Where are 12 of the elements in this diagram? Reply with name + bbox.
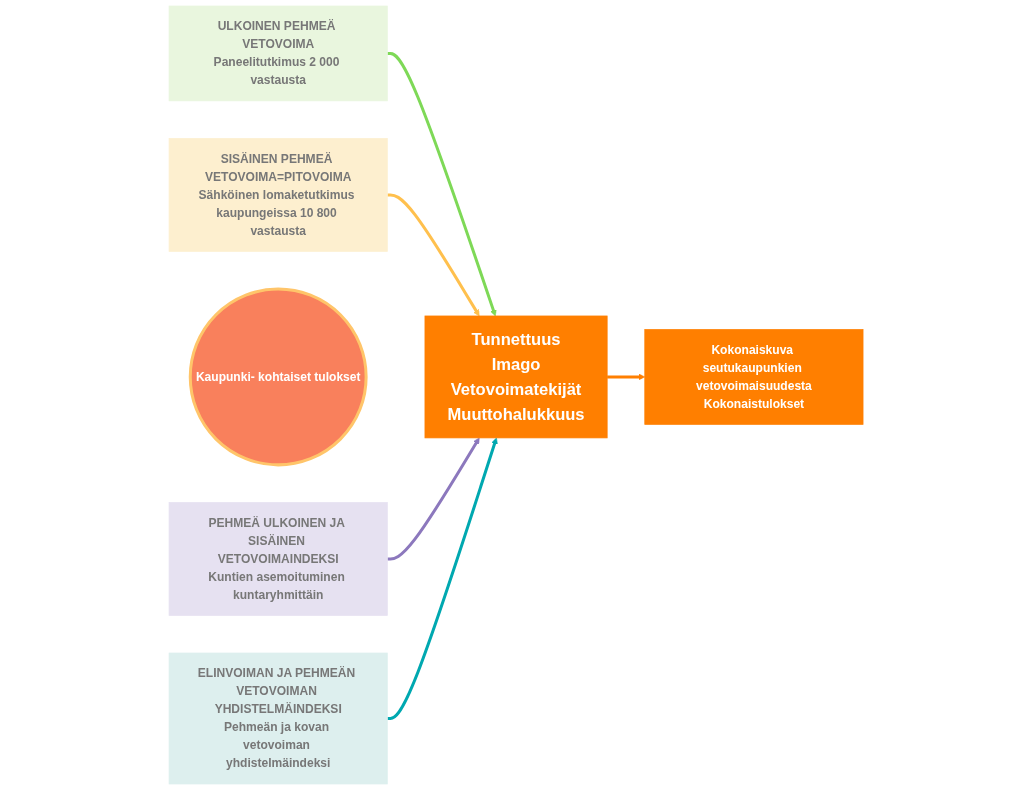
node-box: PEHMEÄ ULKOINEN JA SISÄINEN VETOVOIMAINDEKSI Kuntien asemoituminen kuntaryhmittäin	[169, 502, 389, 616]
node-box: ULKOINEN PEHMEÄ VETOVOIMA Paneelitutkimus 2 000 vastausta	[169, 5, 389, 102]
node-circle: Kaupunki- kohtaiset tulokset	[189, 287, 369, 467]
arrow	[387, 51, 497, 317]
arrow	[387, 437, 480, 561]
arrow	[607, 373, 646, 381]
arrow	[387, 437, 499, 720]
node-box: ELINVOIMAN JA PEHMEÄN VETOVOIMAN YHDISTELMÄINDEKSI Pehmeän ja kovan vetovoiman yhdistelmäindeksi	[169, 652, 389, 785]
node-box: Kokonaiskuva seutukaupunkien vetovoimaisuudesta Kokonaistulokset	[644, 329, 864, 425]
arrow	[387, 193, 480, 317]
node-box: SISÄINEN PEHMEÄ VETOVOIMA=PITOVOIMA Sähköinen lomaketutkimus kaupungeissa 10 800 vastausta	[169, 138, 389, 252]
node-box: Tunnettuus Imago Vetovoimatekijät Muuttohalukkuus	[425, 315, 608, 439]
